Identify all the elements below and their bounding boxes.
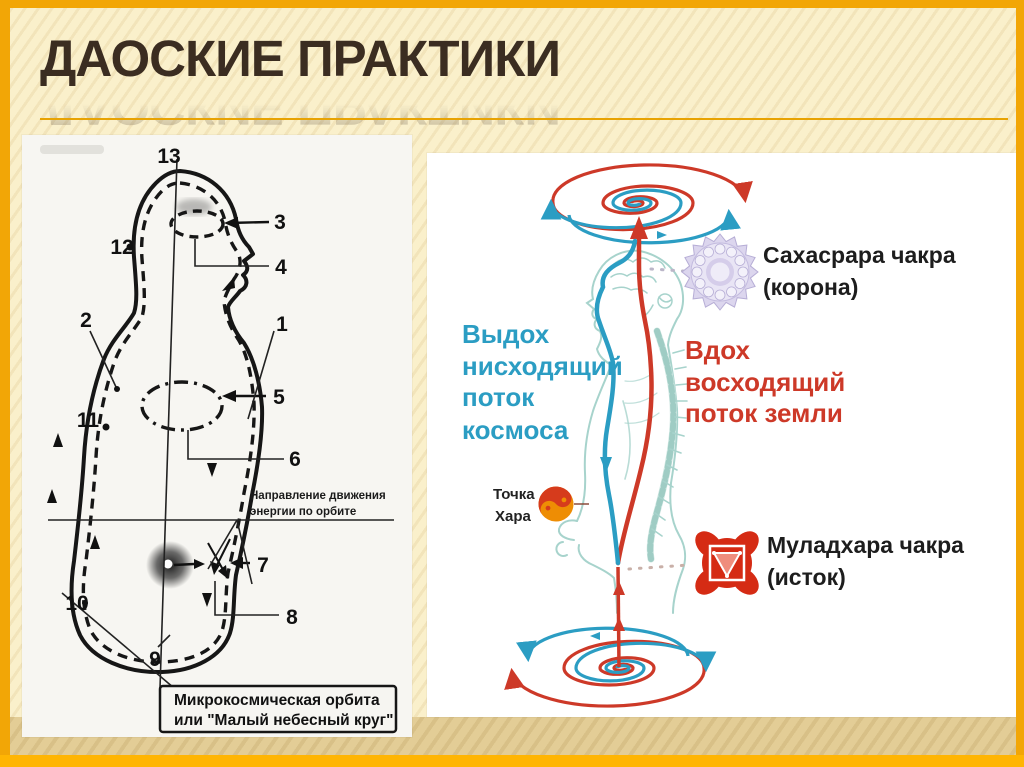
body-sketch xyxy=(555,249,688,614)
yin-yang-icon xyxy=(538,486,574,522)
sahasrara-label-line1: Сахасрара чакра xyxy=(763,242,956,268)
upper-dantian-ellipse xyxy=(169,209,225,239)
inhale-line1: Вдох xyxy=(685,335,751,365)
muladhara-chakra: Муладхара чакра (исток) xyxy=(627,531,964,595)
cosmos-spiral-icon xyxy=(551,165,745,243)
bottom-gold-strip xyxy=(0,755,1024,767)
point-number-6: 6 xyxy=(289,448,301,471)
point-number-2: 2 xyxy=(80,309,92,332)
descending-flow-line xyxy=(594,238,638,566)
orbit-direction-arrows xyxy=(47,277,235,607)
energy-flow-diagram: Точка Хара xyxy=(462,153,964,717)
exhale-line4: космоса xyxy=(462,415,569,445)
point-number-1: 1 xyxy=(276,313,288,336)
muladhara-label-line2: (исток) xyxy=(767,564,846,590)
ascending-flow-line xyxy=(613,216,654,668)
slide-body: ДАОСКИЕ ПРАКТИКИ ДАОСКИЕ ПРАКТИКИ xyxy=(10,8,1016,755)
direction-label-line2: энергии по орбите xyxy=(250,506,356,518)
point-number-4: 4 xyxy=(275,256,287,279)
body-outline xyxy=(69,169,265,675)
orbit-caption-box: Микрокосмическая орбита или "Малый небес… xyxy=(158,684,398,734)
point-number-8: 8 xyxy=(286,606,298,629)
sahasrara-chakra: Сахасрара чакра (корона) xyxy=(649,233,956,311)
direction-label: Направление движения энергии по орбите xyxy=(250,490,386,518)
point-number-12: 12 xyxy=(110,236,133,259)
lower-dantian-point xyxy=(146,538,231,589)
energy-flow-panel: Точка Хара xyxy=(427,153,1016,717)
orbit-point-numbers: 1 2 3 4 5 6 7 8 9 10 11 12 13 xyxy=(65,145,301,671)
microcosmic-orbit-panel: 1 2 3 4 5 6 7 8 9 10 11 12 13 Направлени… xyxy=(22,135,412,737)
point-number-9: 9 xyxy=(149,648,161,671)
point-number-5: 5 xyxy=(273,386,285,409)
title-block: ДАОСКИЕ ПРАКТИКИ ДАОСКИЕ ПРАКТИКИ xyxy=(40,30,1000,135)
direction-label-line1: Направление движения xyxy=(250,490,386,502)
sahasrara-chakra-icon xyxy=(681,233,759,311)
title-separator-line xyxy=(40,118,1008,120)
scan-smudge xyxy=(40,145,104,154)
slide-title-reflection: ДАОСКИЕ ПРАКТИКИ xyxy=(40,78,560,136)
muladhara-chakra-icon xyxy=(695,531,759,595)
microcosmic-orbit-diagram: 1 2 3 4 5 6 7 8 9 10 11 12 13 Направлени… xyxy=(40,145,398,734)
hara-point: Точка Хара xyxy=(493,486,589,525)
middle-dantian-ellipse xyxy=(140,380,224,432)
point-number-10: 10 xyxy=(65,592,88,615)
exhale-line2: нисходящий xyxy=(462,351,623,381)
orbit-caption-line2: или "Малый небесный круг" xyxy=(174,712,393,729)
leader-lines xyxy=(48,158,394,689)
hara-label-line1: Точка xyxy=(493,486,535,503)
inhale-label: Вдох восходящий поток земли xyxy=(685,335,845,428)
hara-label-line2: Хара xyxy=(495,508,532,525)
point-number-11: 11 xyxy=(77,409,100,432)
exhale-label: Выдох нисходящий поток космоса xyxy=(462,319,623,445)
inhale-line3: поток земли xyxy=(685,398,843,428)
point-number-13: 13 xyxy=(157,145,180,168)
point-number-7: 7 xyxy=(257,554,269,577)
inhale-line2: восходящий xyxy=(685,367,845,397)
orbit-caption-line1: Микрокосмическая орбита xyxy=(174,692,380,709)
earth-spiral-icon xyxy=(512,628,706,706)
point-number-3: 3 xyxy=(274,211,286,234)
exhale-line1: Выдох xyxy=(462,319,550,349)
exhale-line3: поток xyxy=(462,382,535,412)
muladhara-label-line1: Муладхара чакра xyxy=(767,532,964,558)
sahasrara-label-line2: (корона) xyxy=(763,274,858,300)
slide-title: ДАОСКИЕ ПРАКТИКИ xyxy=(40,30,561,87)
